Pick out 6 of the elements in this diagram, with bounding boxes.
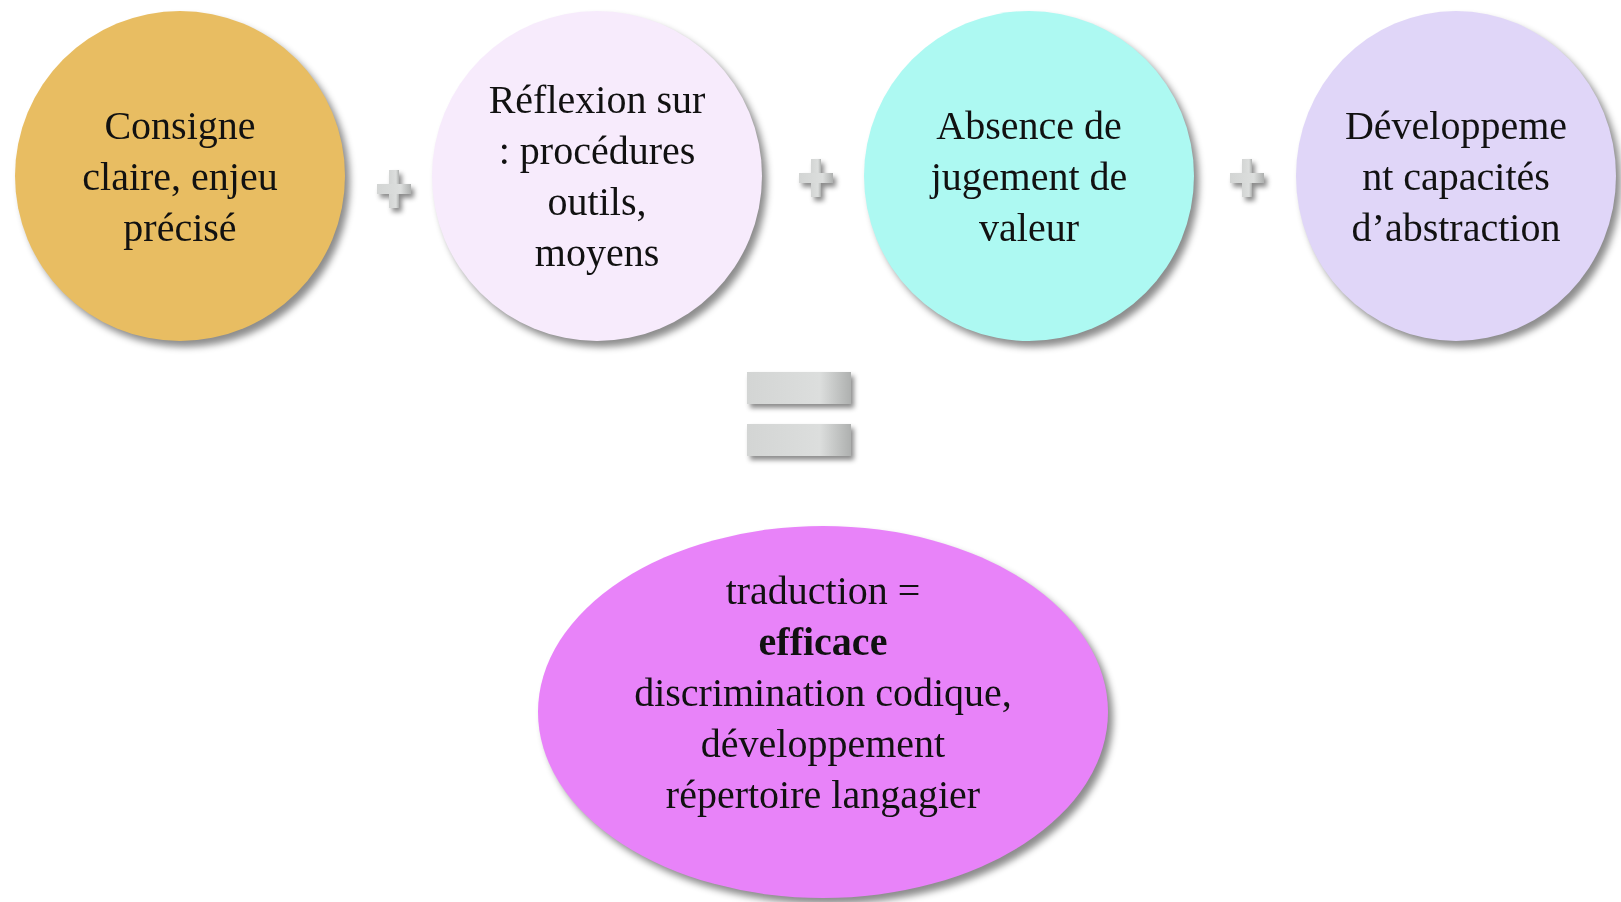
node-text: Développement capacités d’abstraction <box>1343 101 1569 252</box>
node-text: discrimination codique, développement répertoire langagier <box>633 668 1013 819</box>
node-text: Consigne claire, enjeu précisé <box>81 101 279 252</box>
node-text: Réflexion sur : procédures outils, moyens <box>487 76 707 277</box>
node-text: traduction = efficace <box>724 566 922 666</box>
node-text: Absence de jugement de valeur <box>928 101 1129 252</box>
